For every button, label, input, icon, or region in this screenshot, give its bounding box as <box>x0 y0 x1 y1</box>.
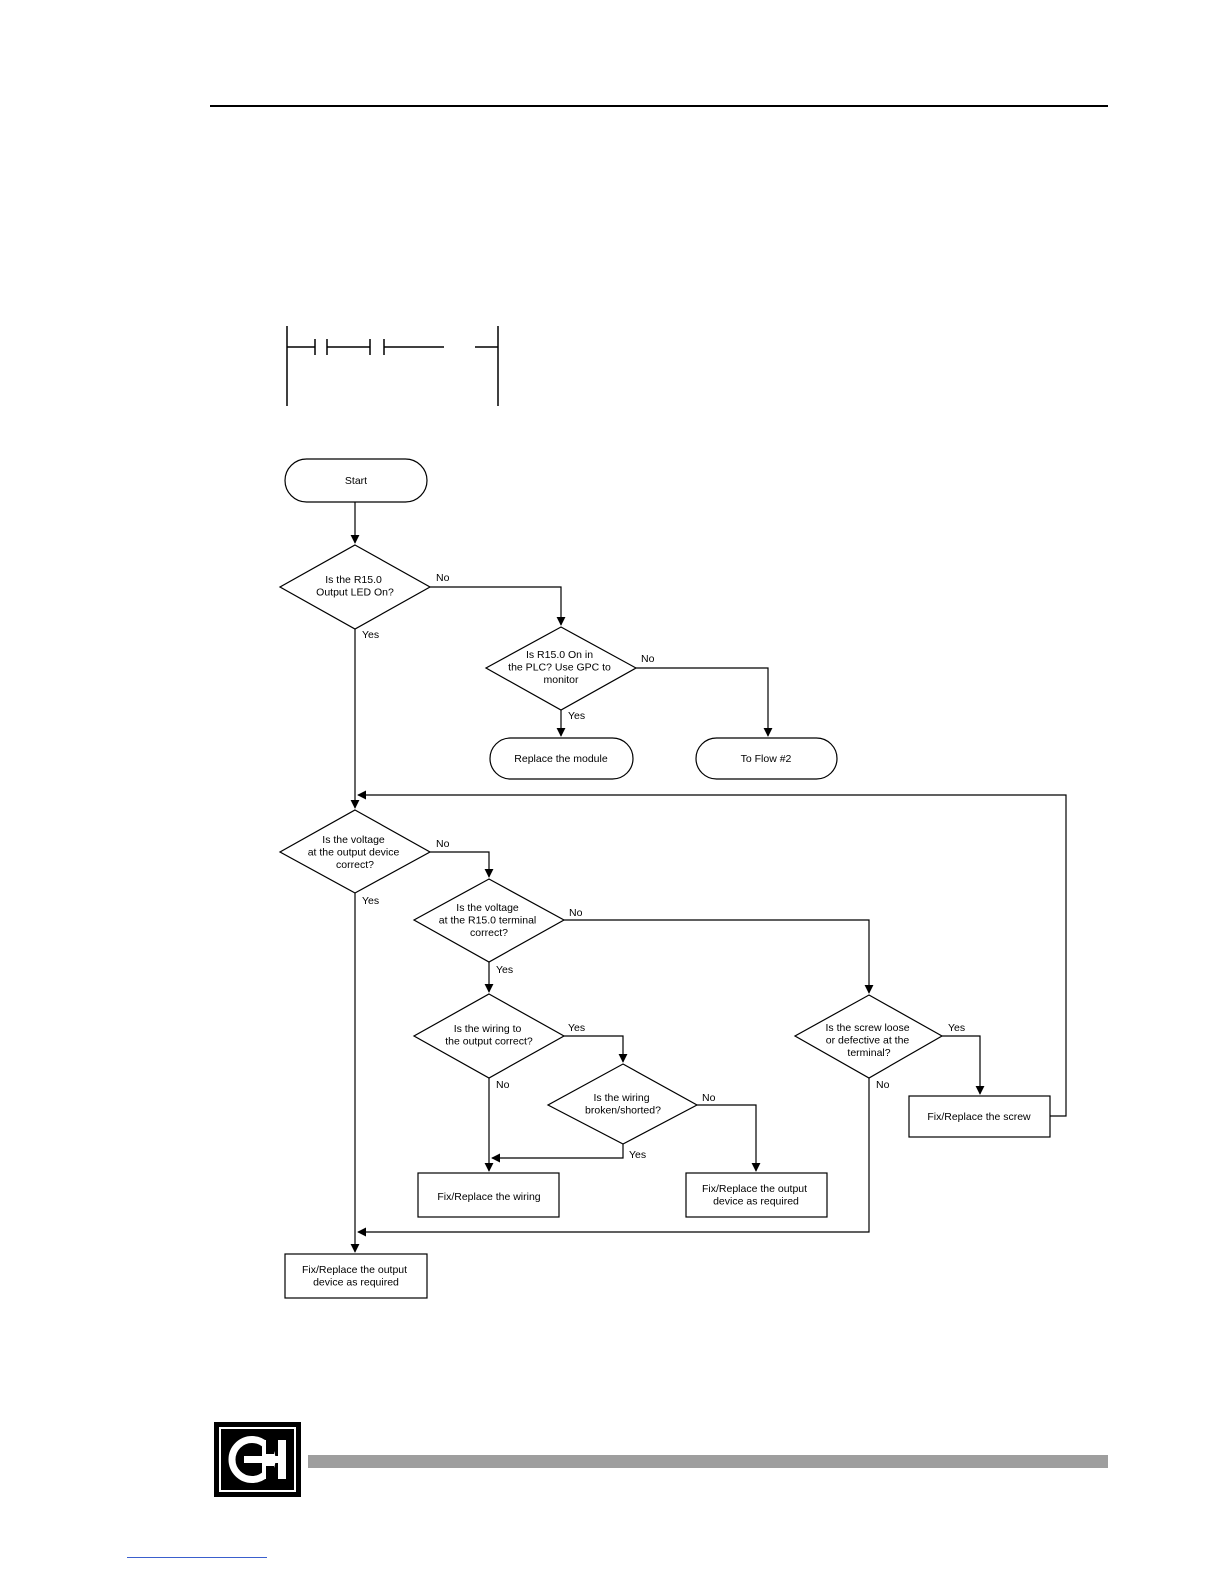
to-flow-2-label: To Flow #2 <box>741 753 792 765</box>
decision-output-led <box>278 544 432 630</box>
connector <box>491 1144 624 1163</box>
start-terminal <box>284 458 428 503</box>
fix-wiring-box <box>417 1172 560 1218</box>
decision-plc-on <box>484 626 638 711</box>
wiring-output-question: Is the wiring to the output correct? <box>445 1023 533 1048</box>
voltage-terminal-question: Is the voltage at the R15.0 terminal cor… <box>439 902 539 939</box>
header-rule <box>210 105 1108 107</box>
branch-label-no: No <box>641 653 655 665</box>
ladder-rung-icon <box>286 326 499 406</box>
decision-voltage-terminal <box>412 878 566 963</box>
branch-label-no: No <box>569 907 583 919</box>
decision-screw <box>793 994 944 1079</box>
connector <box>942 1035 985 1095</box>
fix-screw-box <box>908 1095 1051 1138</box>
fix-output-bottom-box <box>284 1253 428 1299</box>
output-led-question: Is the R15.0 Output LED On? <box>316 574 394 599</box>
decision-voltage-device <box>278 809 432 894</box>
branch-label-yes: Yes <box>948 1022 965 1034</box>
connector <box>697 1104 761 1172</box>
fix-wiring-label: Fix/Replace the wiring <box>437 1191 540 1203</box>
plc-on-question: Is R15.0 On in the PLC? Use GPC to monit… <box>508 649 614 686</box>
to-flow-2-terminal <box>695 737 838 780</box>
decision-wiring-broken <box>546 1063 699 1145</box>
branch-label-yes: Yes <box>362 895 379 907</box>
screw-question: Is the screw loose or defective at the t… <box>826 1022 913 1059</box>
connector <box>357 1078 870 1237</box>
voltage-device-question: Is the voltage at the output device corr… <box>308 834 403 871</box>
fix-output-mid-label: Fix/Replace the output device as require… <box>702 1183 810 1208</box>
branch-label-yes: Yes <box>496 964 513 976</box>
start-label: Start <box>345 475 367 487</box>
footer-link-underline <box>127 1557 267 1558</box>
branch-label-no: No <box>702 1092 716 1104</box>
fix-screw-label: Fix/Replace the screw <box>927 1111 1031 1123</box>
fix-output-bottom-label: Fix/Replace the output device as require… <box>302 1264 410 1289</box>
branch-label-yes: Yes <box>362 629 379 641</box>
branch-label-yes: Yes <box>629 1149 646 1161</box>
branch-label-yes: Yes <box>568 1022 585 1034</box>
connector <box>564 919 874 994</box>
footer-bar <box>308 1455 1108 1468</box>
branch-label-no: No <box>436 572 450 584</box>
branch-label-no: No <box>876 1079 890 1091</box>
replace-module-terminal <box>489 737 634 780</box>
branch-label-yes: Yes <box>568 710 585 722</box>
company-logo <box>214 1422 301 1497</box>
wiring-broken-question: Is the wiring broken/shorted? <box>585 1092 661 1117</box>
connector <box>357 790 1067 1117</box>
replace-module-label: Replace the module <box>514 753 608 765</box>
connector <box>636 667 773 737</box>
branch-label-no: No <box>436 838 450 850</box>
connector <box>430 851 494 878</box>
branch-label-no: No <box>496 1079 510 1091</box>
fix-output-mid-box <box>685 1172 828 1218</box>
connector <box>430 586 566 626</box>
connector <box>564 1035 628 1063</box>
decision-wiring-output <box>412 993 566 1079</box>
